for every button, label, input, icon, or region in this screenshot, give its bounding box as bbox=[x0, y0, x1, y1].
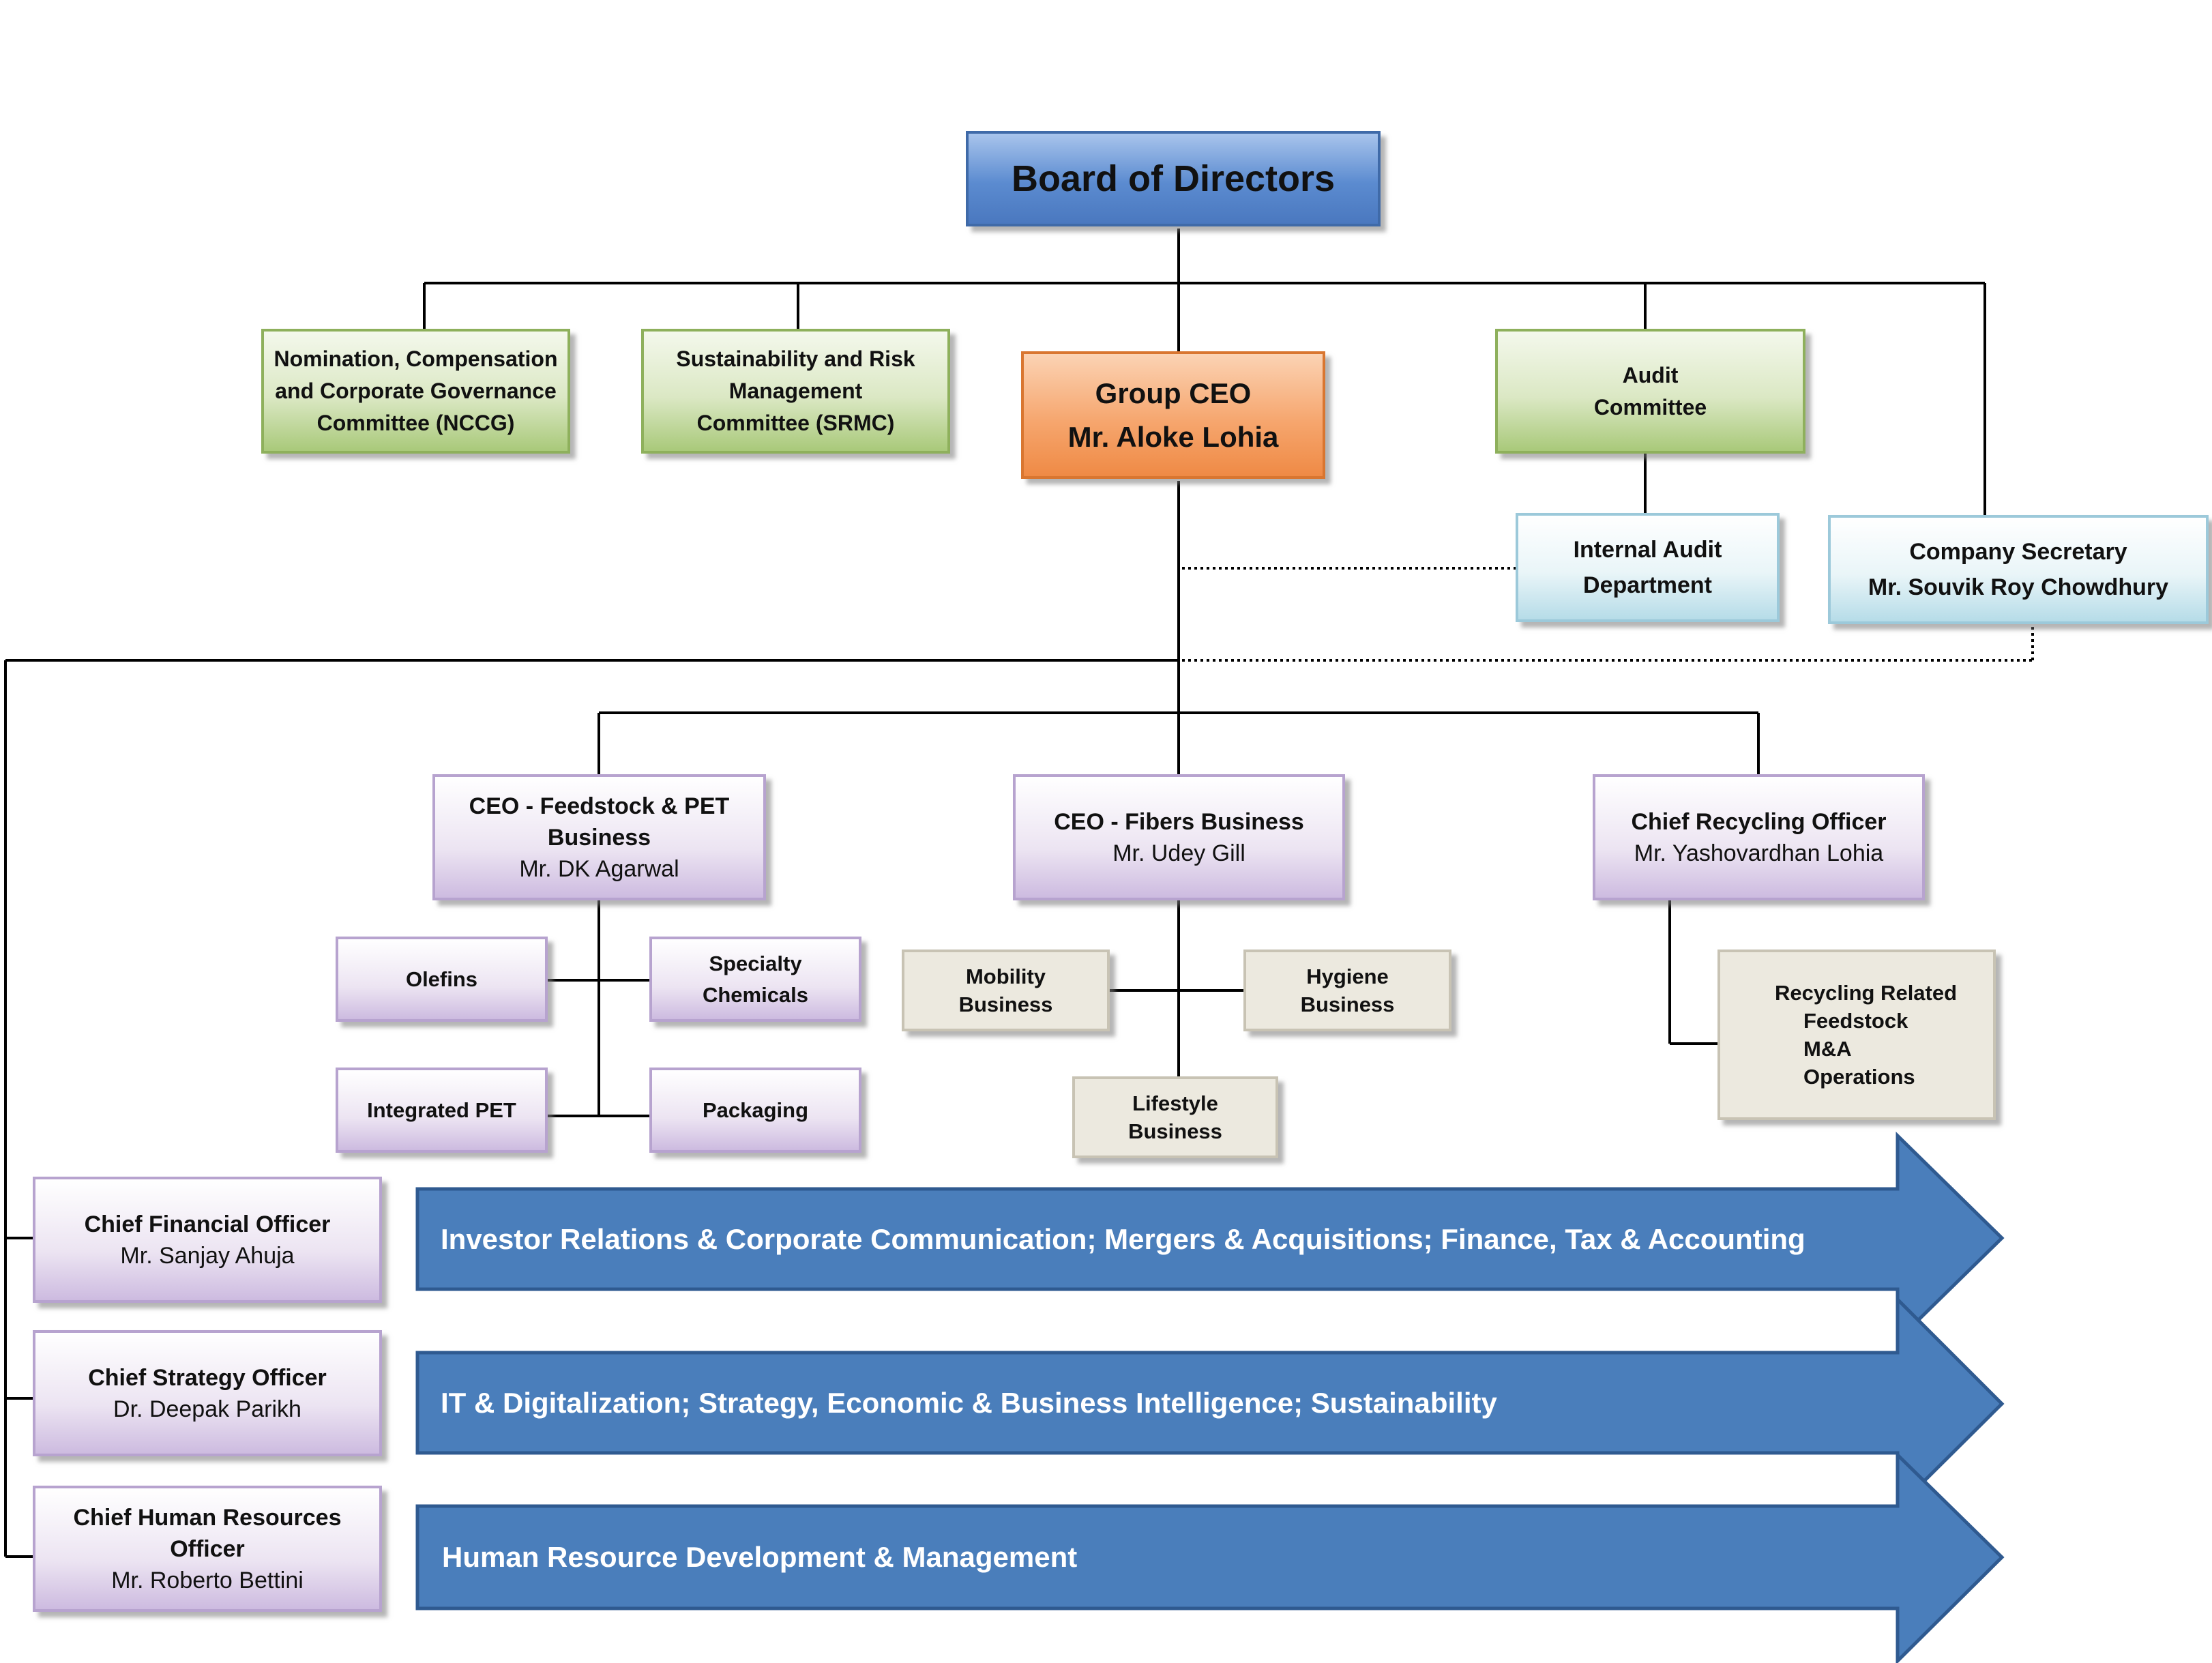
nccg-line-3: Committee (NCCG) bbox=[316, 411, 515, 435]
srmc-committee-box: Sustainability and Risk Management Commi… bbox=[641, 329, 950, 454]
integrated-pet-label: Integrated PET bbox=[367, 1098, 516, 1122]
integrated-pet-box: Integrated PET bbox=[336, 1068, 548, 1153]
cfo-title: Chief Financial Officer bbox=[84, 1211, 331, 1237]
chief-recycling-officer-box: Chief Recycling Officer Mr. Yashovardhan… bbox=[1593, 774, 1925, 900]
nccg-committee-box: Nomination, Compensation and Corporate G… bbox=[261, 329, 570, 454]
mobility-line-2: Business bbox=[958, 992, 1053, 1016]
chro-name: Mr. Roberto Bettini bbox=[111, 1567, 304, 1593]
company-secretary-title: Company Secretary bbox=[1909, 539, 2127, 565]
ceo-feedstock-title-1: CEO - Feedstock & PET bbox=[469, 793, 730, 819]
banner-strategy-text: IT & Digitalization; Strategy, Economic … bbox=[441, 1386, 1497, 1419]
audit-line-2: Committee bbox=[1593, 394, 1707, 420]
specialty-chemicals-box: Specialty Chemicals bbox=[649, 937, 861, 1022]
banner-arrow-hr bbox=[415, 1451, 2005, 1663]
banner-finance-text: Investor Relations & Corporate Communica… bbox=[441, 1222, 1805, 1255]
specialty-line-1: Specialty bbox=[709, 951, 802, 975]
recycling-unit-2: Feedstock bbox=[1803, 1009, 1908, 1033]
ceo-feedstock-name: Mr. DK Agarwal bbox=[519, 855, 679, 882]
recycling-unit-1: Recycling Related bbox=[1775, 981, 1958, 1005]
chief-recycling-title: Chief Recycling Officer bbox=[1631, 808, 1887, 835]
audit-line-1: Audit bbox=[1622, 362, 1679, 387]
banner-hr-text: Human Resource Development & Management bbox=[442, 1541, 1078, 1573]
olefins-box: Olefins bbox=[336, 937, 548, 1022]
group-ceo-name: Mr. Aloke Lohia bbox=[1067, 420, 1279, 453]
cfo-box: Chief Financial Officer Mr. Sanjay Ahuja bbox=[33, 1177, 382, 1303]
group-ceo-box: Group CEO Mr. Aloke Lohia bbox=[1021, 351, 1325, 479]
chro-box: Chief Human Resources Officer Mr. Robert… bbox=[33, 1486, 382, 1612]
ceo-fibers-box: CEO - Fibers Business Mr. Udey Gill bbox=[1013, 774, 1345, 900]
hygiene-line-1: Hygiene bbox=[1306, 965, 1389, 988]
cfo-name: Mr. Sanjay Ahuja bbox=[120, 1242, 295, 1269]
specialty-line-2: Chemicals bbox=[702, 982, 809, 1007]
recycling-units-box: Recycling Related Feedstock M&A Operatio… bbox=[1717, 950, 1996, 1120]
hygiene-business-box: Hygiene Business bbox=[1243, 950, 1451, 1031]
nccg-line-1: Nomination, Compensation bbox=[274, 347, 558, 371]
mobility-line-1: Mobility bbox=[965, 965, 1046, 988]
group-ceo-title: Group CEO bbox=[1095, 377, 1252, 409]
recycling-unit-3: M&A bbox=[1803, 1037, 1852, 1061]
lifestyle-line-2: Business bbox=[1128, 1119, 1222, 1143]
cso-box: Chief Strategy Officer Dr. Deepak Parikh bbox=[33, 1330, 382, 1456]
banner-arrow-finance bbox=[415, 1132, 2005, 1344]
ceo-feedstock-title-2: Business bbox=[547, 824, 651, 851]
packaging-box: Packaging bbox=[649, 1068, 861, 1153]
chief-recycling-name: Mr. Yashovardhan Lohia bbox=[1634, 840, 1884, 866]
ceo-fibers-title: CEO - Fibers Business bbox=[1054, 808, 1304, 835]
company-secretary-name: Mr. Souvik Roy Chowdhury bbox=[1868, 574, 2169, 600]
srmc-line-1: Sustainability and Risk bbox=[676, 347, 915, 371]
packaging-label: Packaging bbox=[702, 1098, 809, 1122]
lifestyle-business-box: Lifestyle Business bbox=[1072, 1076, 1278, 1158]
board-title: Board of Directors bbox=[1011, 158, 1336, 199]
nccg-line-2: and Corporate Governance bbox=[275, 379, 557, 403]
ceo-fibers-name: Mr. Udey Gill bbox=[1112, 840, 1245, 866]
board-of-directors-box: Board of Directors bbox=[966, 131, 1381, 226]
ceo-feedstock-box: CEO - Feedstock & PET Business Mr. DK Ag… bbox=[432, 774, 766, 900]
mobility-business-box: Mobility Business bbox=[902, 950, 1110, 1031]
olefins-label: Olefins bbox=[405, 967, 478, 991]
company-secretary-box: Company Secretary Mr. Souvik Roy Chowdhu… bbox=[1828, 515, 2209, 624]
cso-title: Chief Strategy Officer bbox=[88, 1364, 327, 1391]
chro-title-1: Chief Human Resources bbox=[73, 1504, 342, 1531]
cso-name: Dr. Deepak Parikh bbox=[113, 1396, 301, 1422]
srmc-line-3: Committee (SRMC) bbox=[696, 411, 895, 435]
lifestyle-line-1: Lifestyle bbox=[1132, 1091, 1218, 1115]
internal-audit-line-1: Internal Audit bbox=[1573, 537, 1722, 563]
recycling-unit-4: Operations bbox=[1803, 1065, 1915, 1089]
internal-audit-line-2: Department bbox=[1583, 572, 1712, 598]
audit-committee-box: Audit Committee bbox=[1495, 329, 1805, 454]
internal-audit-box: Internal Audit Department bbox=[1516, 513, 1780, 622]
srmc-line-2: Management bbox=[728, 379, 863, 403]
banner-arrow-strategy bbox=[415, 1295, 2005, 1512]
hygiene-line-2: Business bbox=[1300, 992, 1395, 1016]
chro-title-2: Officer bbox=[170, 1535, 245, 1562]
